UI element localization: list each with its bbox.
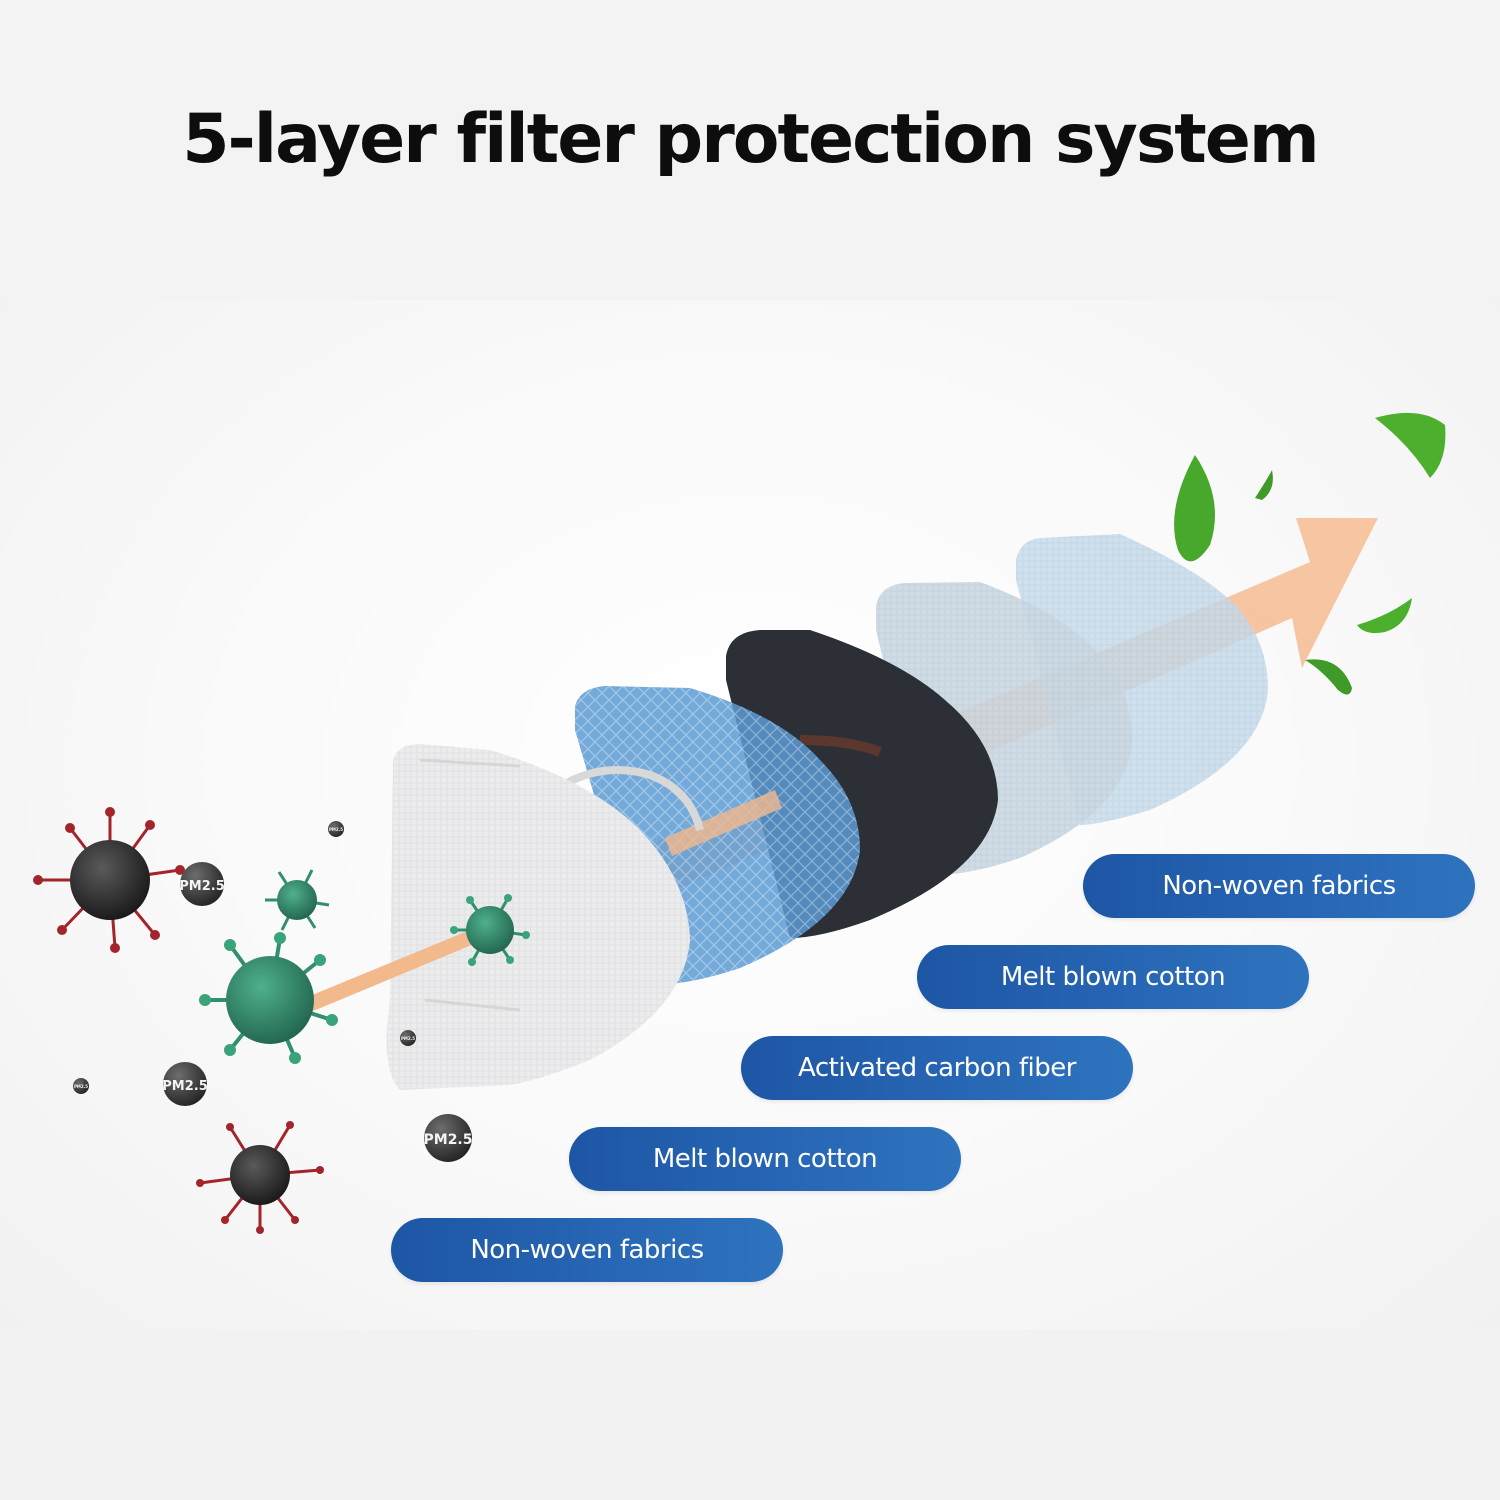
pm25-particle-small-icon: PM2.5 — [328, 821, 344, 837]
svg-text:PM2.5: PM2.5 — [179, 879, 225, 894]
virus-large-green-icon — [199, 932, 338, 1064]
svg-text:PM2.5: PM2.5 — [424, 1132, 473, 1148]
leaf-icon — [1357, 598, 1412, 634]
pm25-particle-small-icon: PM2.5 — [400, 1030, 416, 1046]
svg-text:PM2.5: PM2.5 — [329, 827, 343, 832]
svg-text:PM2.5: PM2.5 — [162, 1079, 208, 1094]
pm25-particle-small-icon: PM2.5 — [73, 1078, 89, 1094]
incoming-air-arrow — [300, 930, 474, 1014]
virus-green-on-mask-icon — [450, 894, 530, 966]
svg-text:PM2.5: PM2.5 — [401, 1036, 415, 1041]
pm25-particle-icon: PM2.5 — [424, 1114, 473, 1162]
virus-large-dark-icon — [33, 807, 185, 953]
bottom-band — [0, 1330, 1500, 1500]
leaf-icon — [1174, 455, 1215, 562]
page-title: 5-layer filter protection system — [182, 100, 1320, 179]
layer-5-label: Non-woven fabrics — [1083, 854, 1475, 918]
virus-medium-green-icon — [265, 869, 330, 931]
layer-1-non-woven-fabrics-shape — [386, 744, 704, 1090]
layer-4-label: Melt blown cotton — [917, 945, 1309, 1009]
layer-2-label: Melt blown cotton — [569, 1127, 961, 1191]
layer-3-label: Activated carbon fiber — [741, 1036, 1133, 1100]
leaf-icon — [1375, 412, 1446, 478]
svg-text:PM2.5: PM2.5 — [74, 1084, 88, 1089]
virus-small-dark-icon — [196, 1121, 324, 1234]
pm25-particle-icon: PM2.5 — [162, 1062, 208, 1106]
layer-1-label: Non-woven fabrics — [391, 1218, 783, 1282]
pm25-particle-icon: PM2.5 — [179, 862, 225, 906]
leaf-icon — [1255, 470, 1273, 500]
leaf-icon — [1305, 659, 1352, 695]
